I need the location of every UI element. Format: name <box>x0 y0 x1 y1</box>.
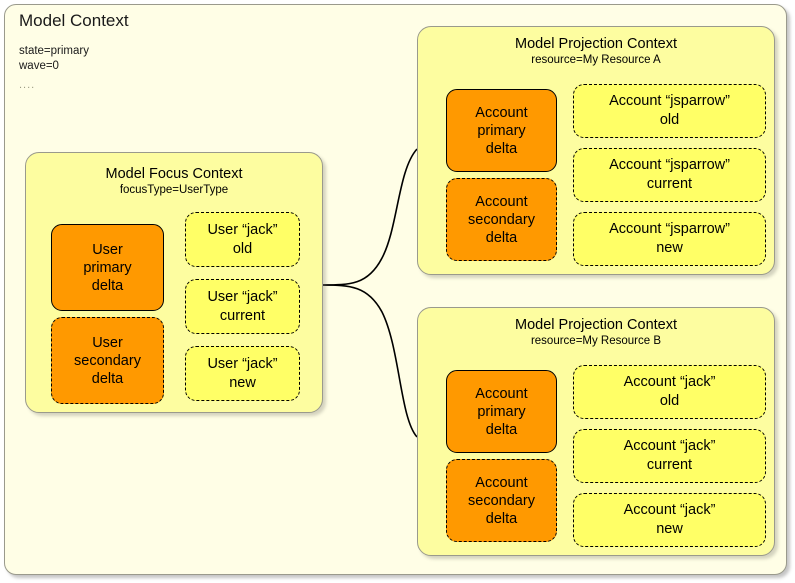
projection-b-title: Model Projection Context <box>515 317 677 333</box>
projection-a-subtitle: resource=My Resource A <box>531 54 661 66</box>
focus-object-old-label: User “jack” old <box>207 221 278 257</box>
projection-b-secondary-delta-label: Account secondary delta <box>468 474 535 527</box>
projection-a-object-current-node[interactable]: Account “jsparrow” current <box>573 148 766 202</box>
projection-a-object-old-label: Account “jsparrow” old <box>609 93 730 128</box>
projection-a-heading: Model Projection Context resource=My Res… <box>418 35 774 68</box>
projection-a-secondary-delta-label: Account secondary delta <box>468 193 535 246</box>
projection-a-object-new-label: Account “jsparrow” new <box>609 221 730 256</box>
projection-a-object-current-label: Account “jsparrow” current <box>609 157 730 192</box>
focus-primary-delta-node[interactable]: User primary delta <box>51 224 164 311</box>
projection-b-primary-delta-label: Account primary delta <box>475 385 528 438</box>
projection-b-object-current-node[interactable]: Account “jack” current <box>573 429 766 483</box>
focus-context-heading: Model Focus Context focusType=UserType <box>26 165 322 198</box>
projection-b-object-current-label: Account “jack” current <box>623 438 716 473</box>
projection-a-secondary-delta-node[interactable]: Account secondary delta <box>446 178 557 261</box>
focus-primary-delta-label: User primary delta <box>83 241 132 294</box>
projection-a-primary-delta-label: Account primary delta <box>475 104 528 157</box>
projection-b-heading: Model Projection Context resource=My Res… <box>418 316 774 349</box>
projection-b-object-new-label: Account “jack” new <box>623 502 716 537</box>
focus-object-new-node[interactable]: User “jack” new <box>185 346 300 401</box>
focus-context-title: Model Focus Context <box>105 166 243 182</box>
model-projection-context-a: Model Projection Context resource=My Res… <box>417 26 775 275</box>
model-focus-context: Model Focus Context focusType=UserType U… <box>25 152 323 413</box>
focus-object-old-node[interactable]: User “jack” old <box>185 212 300 267</box>
model-context-title: Model Context <box>19 11 129 30</box>
projection-a-primary-delta-node[interactable]: Account primary delta <box>446 89 557 172</box>
model-context-properties: state=primary wave=0 .... <box>19 44 89 93</box>
projection-b-secondary-delta-node[interactable]: Account secondary delta <box>446 459 557 542</box>
projection-b-object-old-label: Account “jack” old <box>623 374 716 409</box>
projection-b-primary-delta-node[interactable]: Account primary delta <box>446 370 557 453</box>
projection-b-subtitle: resource=My Resource B <box>530 335 662 347</box>
projection-a-title: Model Projection Context <box>515 36 677 52</box>
projection-a-object-new-node[interactable]: Account “jsparrow” new <box>573 212 766 266</box>
focus-secondary-delta-label: User secondary delta <box>74 334 141 387</box>
model-projection-context-b: Model Projection Context resource=My Res… <box>417 307 775 556</box>
model-context-ellipsis: .... <box>19 79 36 91</box>
model-context-property-list: state=primary wave=0 <box>19 45 89 72</box>
focus-object-new-label: User “jack” new <box>207 355 278 391</box>
projection-a-object-old-node[interactable]: Account “jsparrow” old <box>573 84 766 138</box>
focus-secondary-delta-node[interactable]: User secondary delta <box>51 317 164 404</box>
focus-context-subtitle: focusType=UserType <box>119 184 229 196</box>
projection-b-object-new-node[interactable]: Account “jack” new <box>573 493 766 547</box>
projection-b-object-old-node[interactable]: Account “jack” old <box>573 365 766 419</box>
focus-object-current-node[interactable]: User “jack” current <box>185 279 300 334</box>
focus-object-current-label: User “jack” current <box>207 288 278 324</box>
